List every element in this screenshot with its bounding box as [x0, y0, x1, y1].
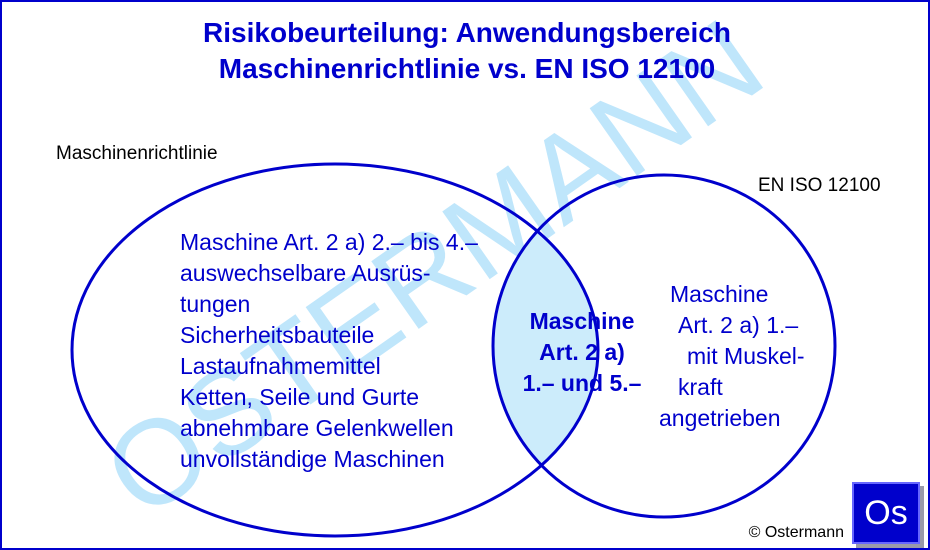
left-item: Ketten, Seile und Gurte	[180, 384, 420, 410]
intersection-line: Art. 2 a)	[539, 339, 625, 365]
logo-text: Os	[864, 493, 908, 532]
title-line-2: Maschinenrichtlinie vs. EN ISO 12100	[218, 53, 716, 84]
right-item: Maschine	[670, 281, 769, 307]
left-item: abnehmbare Gelenkwellen	[180, 415, 454, 441]
left-item: Lastaufnahmemittel	[180, 353, 381, 379]
ostermann-logo: Os	[852, 482, 920, 544]
title-line-1: Risikobeurteilung: Anwendungsbereich	[203, 17, 731, 48]
copyright-notice: © Ostermann	[748, 524, 844, 541]
right-item: mit Muskel-	[687, 343, 805, 369]
intersection-line: Maschine	[529, 308, 635, 334]
left-item: unvollständige Maschinen	[180, 446, 445, 472]
maschinenrichtlinie-label: Maschinenrichtlinie	[56, 143, 218, 164]
en-iso-12100-circle	[491, 173, 837, 519]
left-item: Sicherheitsbauteile	[180, 322, 375, 348]
left-item: Maschine Art. 2 a) 2.– bis 4.–	[180, 229, 478, 255]
right-item: angetrieben	[659, 405, 781, 431]
right-item: kraft	[678, 374, 723, 400]
en-iso-12100-label: EN ISO 12100	[758, 175, 881, 196]
left-set-items: Maschine Art. 2 a) 2.– bis 4.– auswechse…	[180, 227, 478, 475]
left-item: auswechselbare Ausrüs-	[180, 260, 431, 286]
left-item: tungen	[180, 291, 251, 317]
intersection-text: Maschine Art. 2 a) 1.– und 5.–	[508, 306, 656, 399]
intersection-line: 1.– und 5.–	[522, 370, 642, 396]
maschinenrichtlinie-ellipse	[70, 162, 600, 538]
right-item: Art. 2 a) 1.–	[678, 312, 799, 338]
